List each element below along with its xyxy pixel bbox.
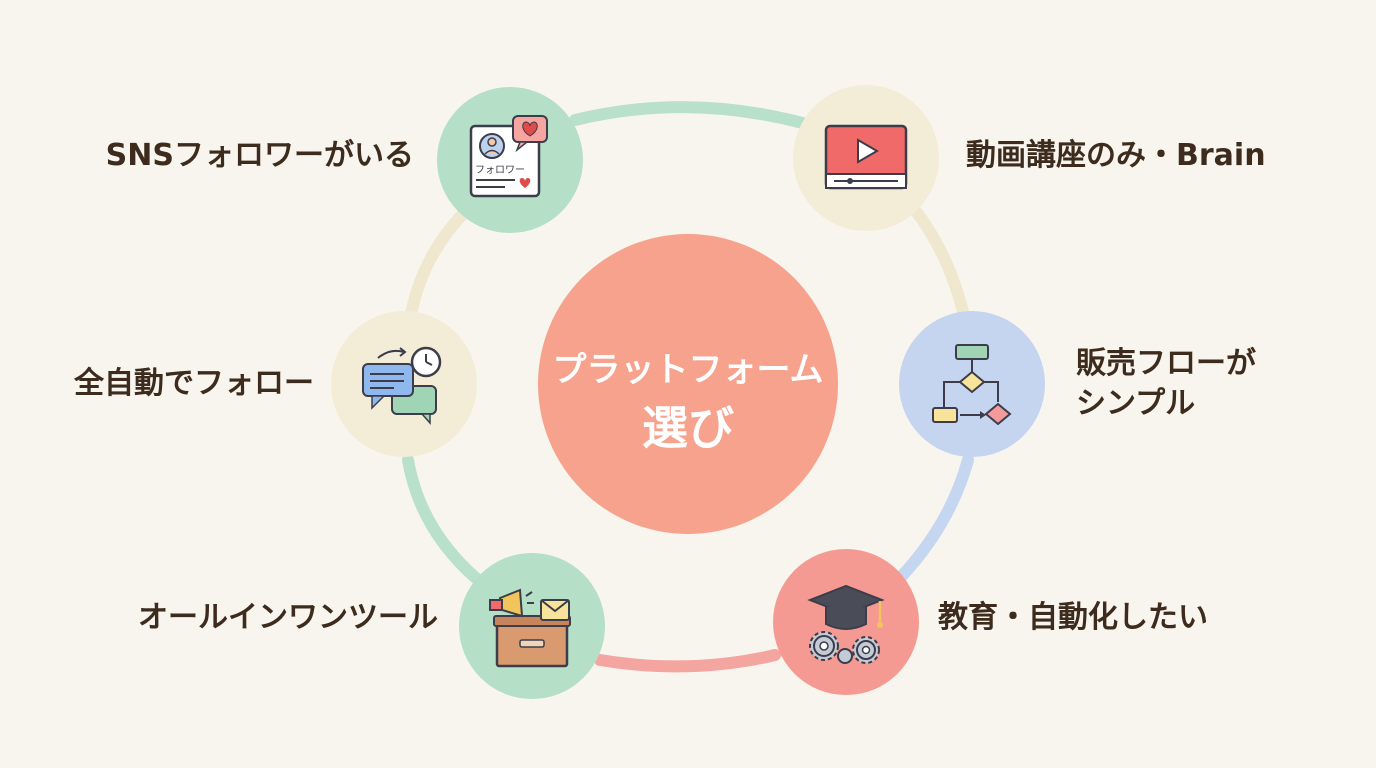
ring-arc-lower-right	[894, 454, 974, 584]
label-flow: 販売フローが シンプル	[1076, 346, 1256, 421]
label-auto: 全自動でフォロー	[74, 366, 314, 401]
center-circle	[538, 234, 838, 534]
center-title-line2: 選び	[642, 401, 734, 455]
video-player-icon	[824, 124, 908, 190]
node-allinone	[459, 553, 605, 699]
follower-card-icon: フォロワー	[469, 115, 548, 198]
node-sns: フォロワー	[437, 87, 583, 233]
ring-arc-bottom	[594, 649, 781, 673]
flowchart-icon	[932, 344, 1012, 426]
node-auto	[331, 311, 477, 457]
node-flow	[899, 311, 1045, 457]
graduation-cap-gears-icon	[807, 584, 885, 664]
ring-arc-top	[569, 101, 816, 131]
label-sns: SNSフォロワーがいる	[105, 138, 414, 173]
center-title-line1: プラットフォーム	[552, 350, 824, 390]
node-edu	[773, 549, 919, 695]
node-video	[793, 85, 939, 231]
follower-card-text: フォロワー	[475, 165, 525, 176]
label-edu: 教育・自動化したい	[938, 600, 1208, 635]
ring-arc-upper-right	[909, 204, 971, 326]
ring-arc-upper-left	[404, 209, 468, 326]
ring-arc-lower-left	[402, 454, 484, 586]
label-video: 動画講座のみ・Brain	[966, 138, 1266, 173]
chat-clock-icon	[362, 346, 442, 425]
label-allinone: オールインワンツール	[138, 600, 438, 635]
megaphone-box-icon	[489, 588, 571, 668]
